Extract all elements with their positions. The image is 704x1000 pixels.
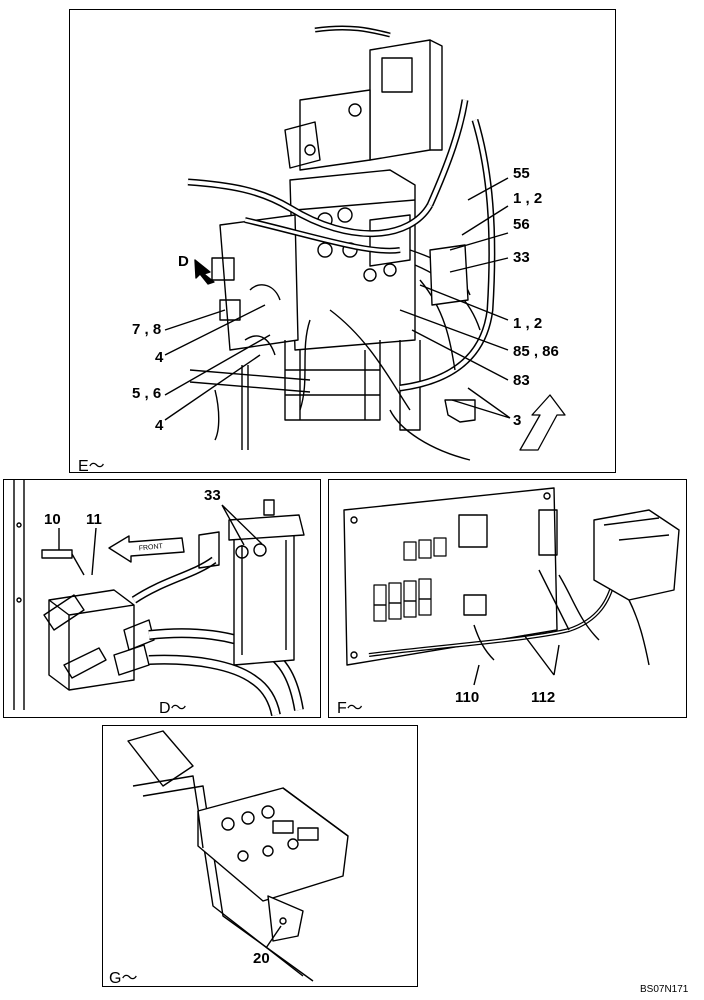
front-tag: FRONT: [139, 543, 164, 553]
callout-10: 10: [44, 511, 61, 528]
callout-4-top: 4: [155, 349, 164, 366]
view-d-label: D～: [159, 700, 187, 717]
callout-4-bottom: 4: [155, 417, 164, 434]
view-f-label: F～: [337, 700, 363, 717]
callout-33: 33: [513, 249, 530, 266]
callout-85-86: 85 , 86: [513, 343, 559, 360]
callout-3: 3: [513, 412, 522, 429]
callout-1-2-top: 1 , 2: [513, 190, 543, 207]
view-d-drawing: FRONT: [13, 480, 305, 717]
drawing-code: BS07N171: [640, 984, 689, 995]
view-e-label: E～: [78, 458, 105, 475]
callout-7-8: 7 , 8: [132, 321, 162, 338]
callout-33-d: 33: [204, 487, 221, 504]
callout-1-2-bottom: 1 , 2: [513, 315, 543, 332]
view-d-arrow-label: D: [178, 253, 189, 270]
callout-110: 110: [455, 689, 480, 706]
callout-83: 83: [513, 372, 530, 389]
view-g-label: G～: [109, 970, 138, 987]
callout-5-6: 5 , 6: [132, 385, 162, 402]
callout-11: 11: [86, 511, 102, 528]
callout-112: 112: [531, 689, 556, 706]
view-f-drawing: [343, 487, 680, 686]
view-e-panel: 55 1 , 2 56 33 1 , 2 85 , 86 83 3 7 , 8 …: [69, 9, 616, 475]
view-g-drawing: [127, 730, 349, 982]
callout-56: 56: [513, 216, 530, 233]
view-e-drawing: [164, 25, 566, 461]
view-g-panel: 20 G～: [102, 725, 418, 987]
callout-55: 55: [513, 165, 530, 182]
view-d-panel: FRONT 10 11 33 D～: [3, 479, 321, 718]
callout-20: 20: [253, 950, 270, 967]
view-f-panel: 110 112 F～: [328, 479, 687, 718]
